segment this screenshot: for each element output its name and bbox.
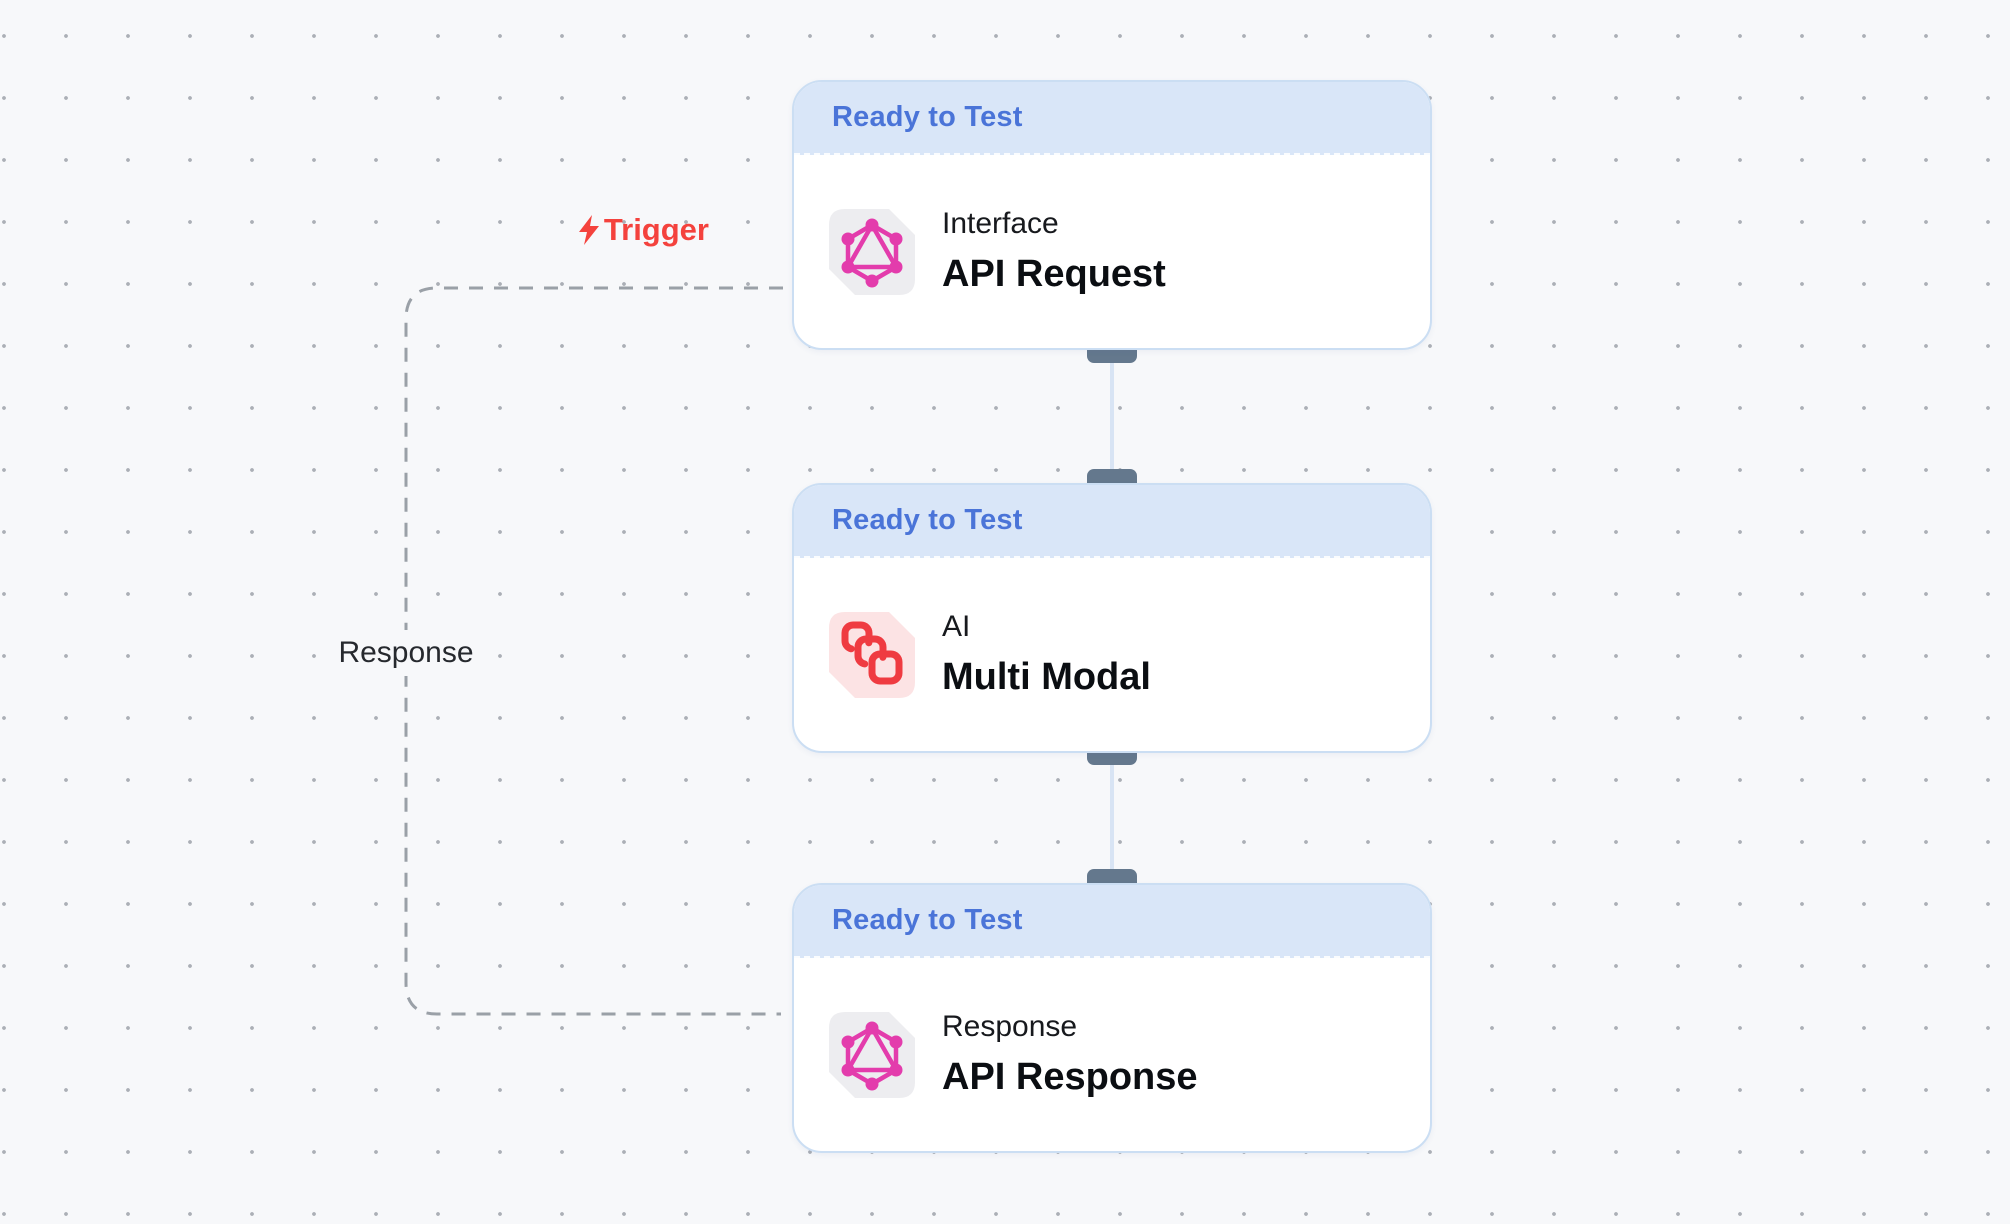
- node-status-bar: Ready to Test: [794, 485, 1430, 558]
- node-api-response[interactable]: Ready to Test Response API Response: [792, 883, 1432, 1153]
- graphql-icon: [829, 208, 915, 295]
- lightning-bolt-icon: [578, 215, 599, 245]
- node-multi-modal[interactable]: Ready to Test AI Multi Modal: [792, 483, 1432, 753]
- connector-line-2: [1110, 762, 1114, 872]
- node-status-bar: Ready to Test: [794, 82, 1430, 155]
- node-title: Multi Modal: [942, 655, 1151, 698]
- input-handle-node-3[interactable]: [1087, 869, 1137, 883]
- node-body: Interface API Request: [794, 155, 1430, 348]
- node-status-bar: Ready to Test: [794, 885, 1430, 958]
- graphql-icon: [829, 1011, 915, 1098]
- node-category: Interface: [942, 207, 1059, 241]
- node-text: Response API Response: [942, 1010, 1198, 1098]
- status-badge: Ready to Test: [832, 904, 1023, 936]
- node-title: API Response: [942, 1055, 1198, 1098]
- node-text: Interface API Request: [942, 207, 1166, 295]
- status-badge: Ready to Test: [832, 504, 1023, 536]
- node-text: AI Multi Modal: [942, 610, 1151, 698]
- output-handle-node-1[interactable]: [1087, 349, 1137, 363]
- link-chain-icon: [829, 611, 915, 698]
- node-category: AI: [942, 610, 971, 644]
- trigger-label-text: Trigger: [603, 212, 709, 247]
- response-edge-label: Response: [326, 630, 486, 676]
- connector-line-1: [1110, 360, 1114, 470]
- node-api-request[interactable]: Ready to Test Interface API Request: [792, 80, 1432, 350]
- status-badge: Ready to Test: [832, 101, 1023, 133]
- node-body: Response API Response: [794, 958, 1430, 1151]
- node-body: AI Multi Modal: [794, 558, 1430, 751]
- node-category: Response: [942, 1010, 1078, 1044]
- input-handle-node-2[interactable]: [1087, 469, 1137, 483]
- node-title: API Request: [942, 252, 1166, 295]
- trigger-label: Trigger: [576, 212, 709, 248]
- output-handle-node-2[interactable]: [1087, 751, 1137, 765]
